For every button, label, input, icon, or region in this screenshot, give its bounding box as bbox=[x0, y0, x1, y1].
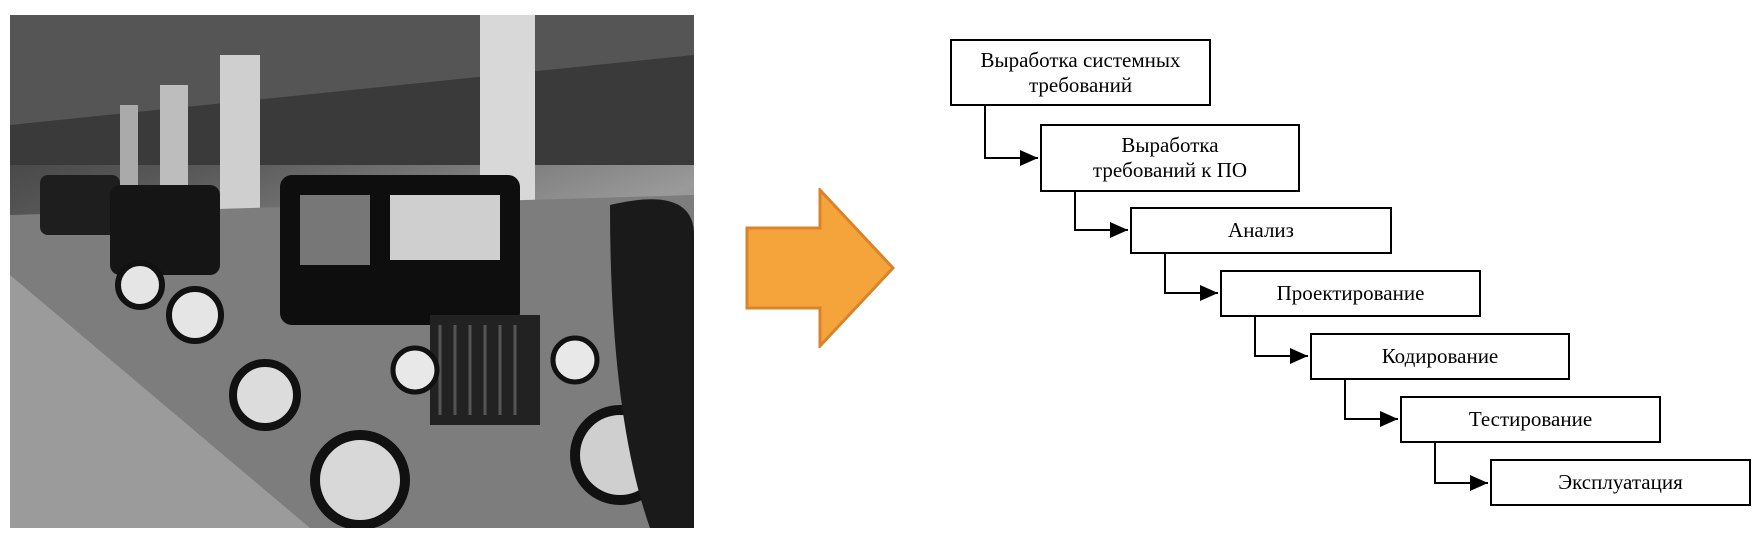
step-design: Проектирование bbox=[1220, 270, 1481, 317]
assembly-line-photo bbox=[10, 15, 694, 528]
step-system-requirements: Выработка системных требований bbox=[950, 39, 1211, 106]
right-arrow-icon bbox=[745, 188, 895, 348]
assembly-line-illustration bbox=[10, 15, 694, 528]
step-software-requirements: Выработка требований к ПО bbox=[1040, 124, 1300, 192]
step-coding: Кодирование bbox=[1310, 333, 1570, 380]
step-analysis: Анализ bbox=[1130, 207, 1392, 254]
step-testing: Тестирование bbox=[1400, 396, 1661, 443]
step-operation: Эксплуатация bbox=[1490, 459, 1751, 506]
